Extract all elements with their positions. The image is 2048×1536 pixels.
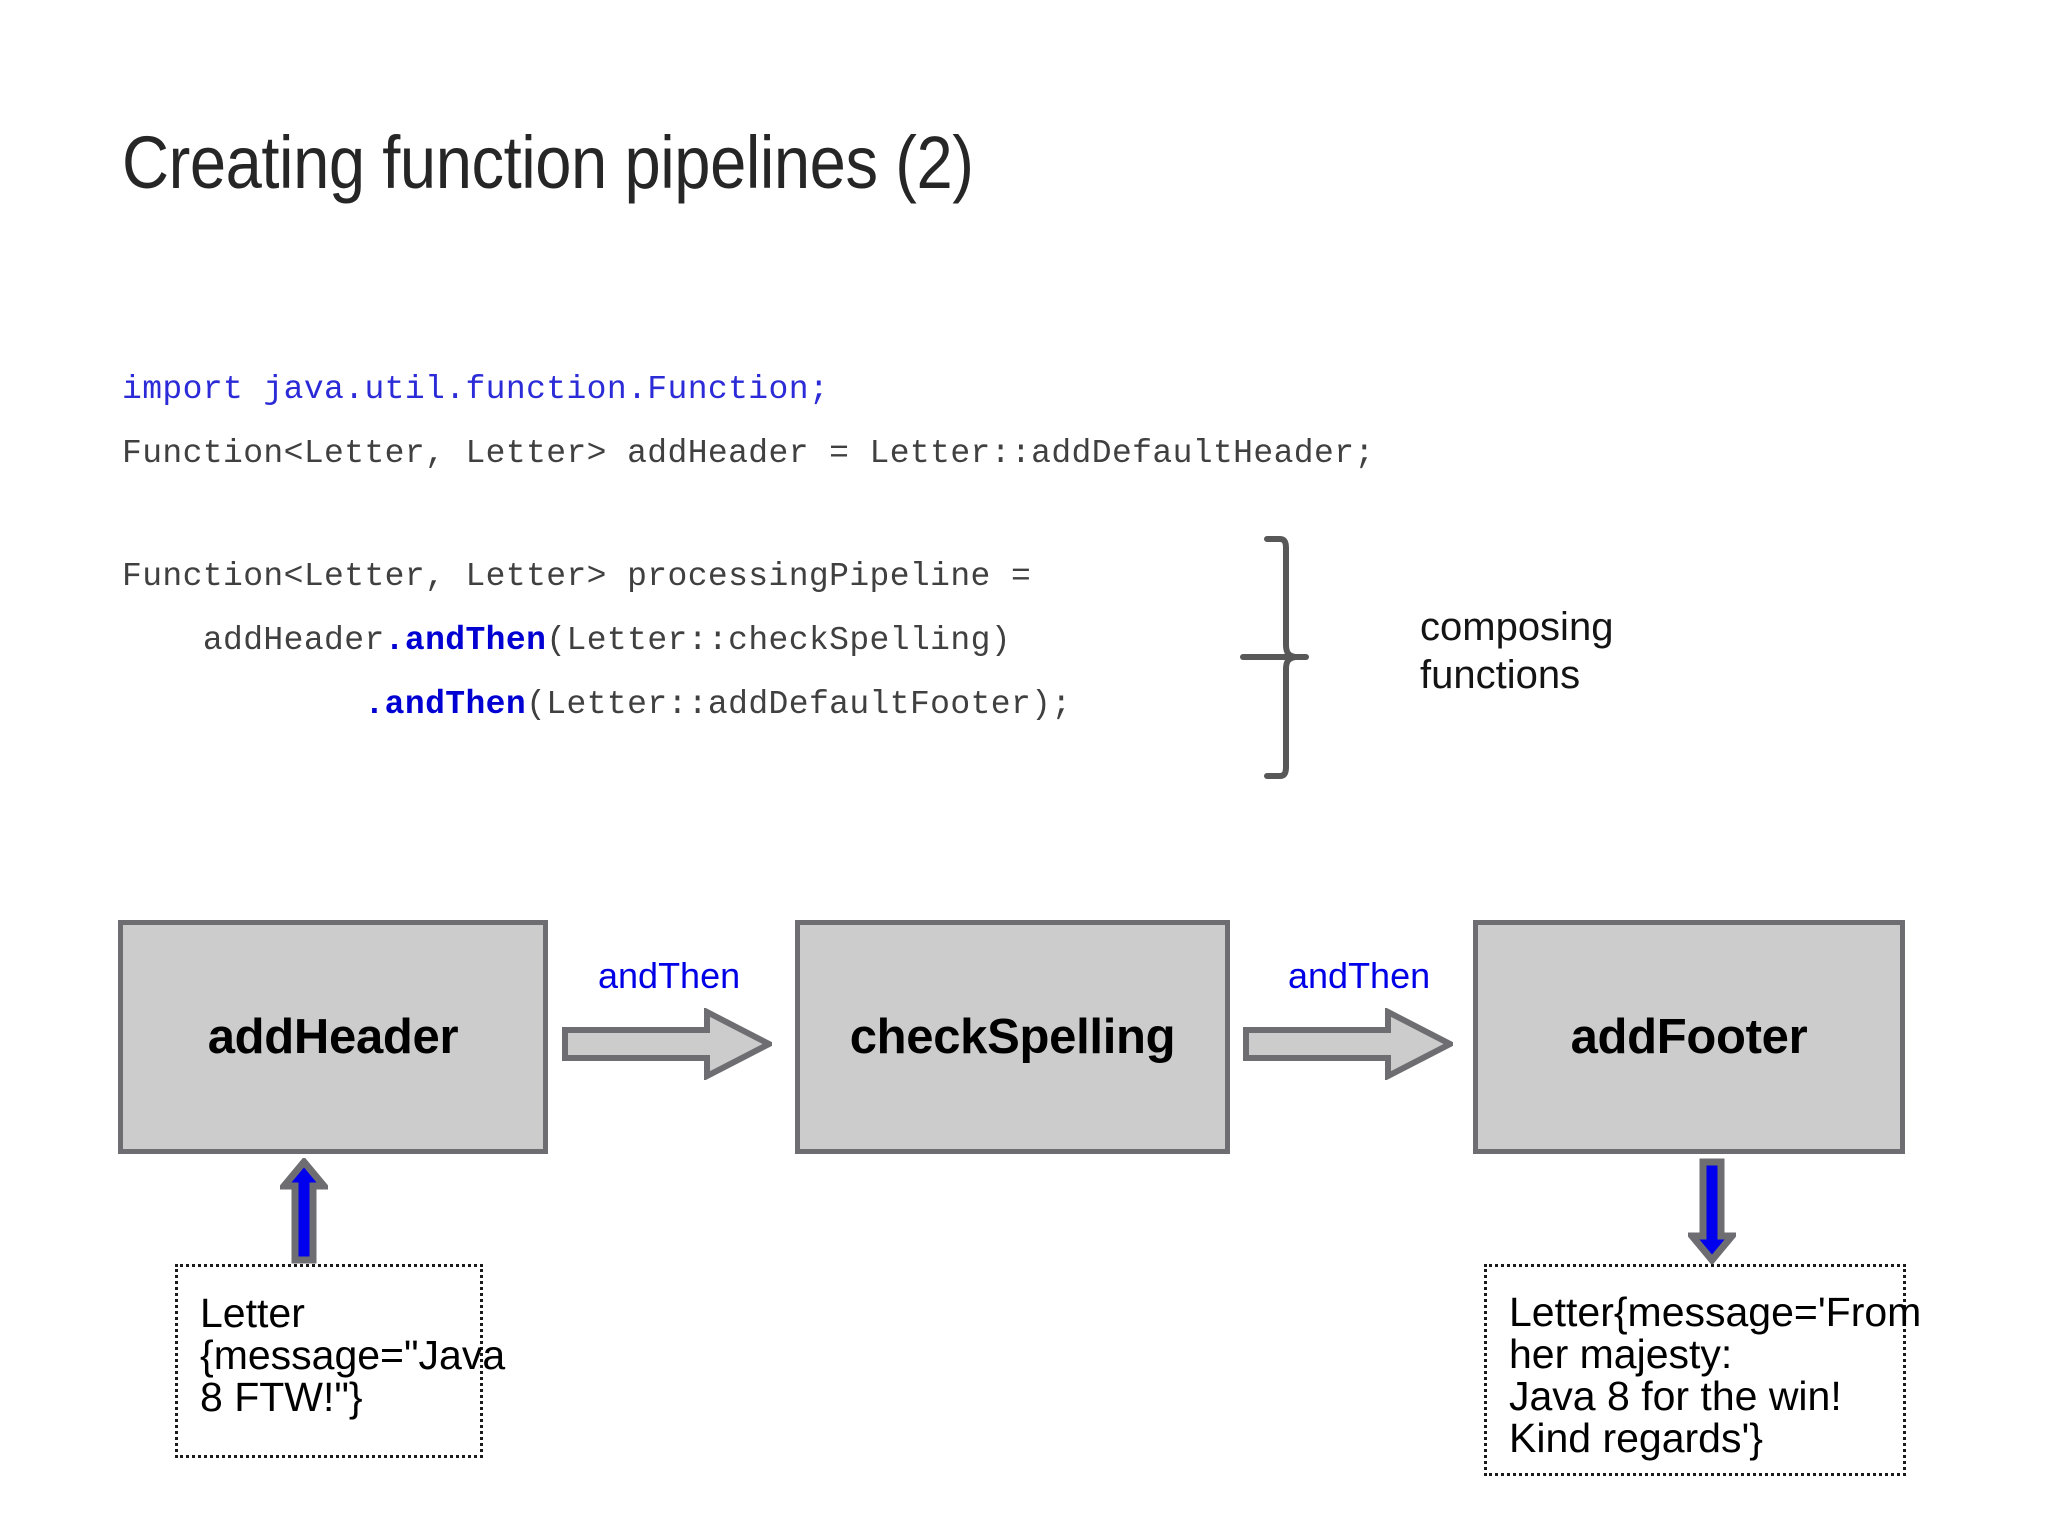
curly-brace-icon <box>1240 535 1310 780</box>
right-arrow-icon <box>562 1008 772 1080</box>
note-box-output: Letter{message='From her majesty: Java 8… <box>1484 1264 1921 1476</box>
page-title: Creating function pipelines (2) <box>122 121 974 204</box>
code-import-line: import java.util.function.Function; <box>122 371 830 408</box>
code-keyword-andthen-2: .andThen <box>364 686 527 723</box>
edge-label-andthen-2: andThen <box>1288 955 1431 996</box>
down-arrow-icon <box>1688 1158 1736 1264</box>
pipeline-box-label: addFooter <box>1570 1010 1808 1064</box>
code-keyword-andthen-1: .andThen <box>384 622 547 659</box>
code-pipeline-line-3-suffix: (Letter::addDefaultFooter); <box>526 686 1072 723</box>
pipeline-box-label: checkSpelling <box>849 1010 1176 1064</box>
code-pipeline-line-1: Function<Letter, Letter> processingPipel… <box>122 558 1032 595</box>
code-pipeline-line-3-indent <box>122 686 364 723</box>
code-block-declaration: import java.util.function.Function; Func… <box>122 358 1375 486</box>
pipeline-box-label: addHeader <box>207 1010 459 1064</box>
edge-label-andthen-1: andThen <box>598 955 741 996</box>
right-arrow-icon <box>1243 1008 1453 1080</box>
up-arrow-icon <box>280 1158 328 1264</box>
note-input-text: Letter {message="Java 8 FTW!"} <box>200 1290 506 1420</box>
note-output-text: Letter{message='From her majesty: Java 8… <box>1509 1289 1922 1461</box>
pipeline-box-addheader[interactable]: addHeader <box>118 920 548 1154</box>
code-pipeline-line-2-prefix: addHeader <box>122 622 385 659</box>
code-declaration-line: Function<Letter, Letter> addHeader = Let… <box>122 435 1375 472</box>
code-block-pipeline: Function<Letter, Letter> processingPipel… <box>122 545 1072 737</box>
pipeline-box-checkspelling[interactable]: checkSpelling <box>795 920 1230 1154</box>
code-pipeline-line-2-suffix: (Letter::checkSpelling) <box>546 622 1011 659</box>
composing-functions-label: composing functions <box>1420 605 1614 697</box>
pipeline-box-addfooter[interactable]: addFooter <box>1473 920 1905 1154</box>
note-box-input: Letter {message="Java 8 FTW!"} <box>175 1264 505 1458</box>
